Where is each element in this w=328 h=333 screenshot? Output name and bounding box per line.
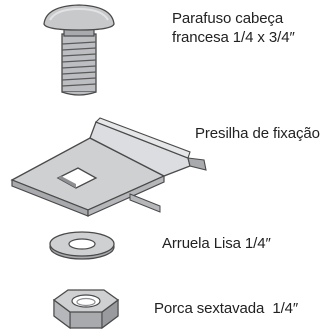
hex-nut-icon	[52, 289, 120, 330]
bolt-label: Parafuso cabeça francesa 1/4 x 3/4″	[172, 9, 295, 47]
nut-label: Porca sextavada 1/4″	[154, 299, 298, 318]
fixing-clip-icon	[10, 117, 207, 217]
bolt-label-line-2: francesa 1/4 x 3/4″	[172, 29, 295, 46]
clip-label: Presilha de fixação	[195, 124, 320, 143]
washer-label: Arruela Lisa 1/4″	[162, 234, 271, 253]
clip-label-line-1: Presilha de fixação	[195, 125, 320, 142]
nut-label-line-1: Porca sextavada 1/4″	[154, 300, 299, 317]
flat-washer-icon	[49, 231, 115, 260]
carriage-bolt-icon	[43, 4, 115, 96]
bolt-label-line-1: Parafuso cabeça	[172, 10, 284, 27]
washer-label-line-1: Arruela Lisa 1/4″	[162, 235, 271, 252]
